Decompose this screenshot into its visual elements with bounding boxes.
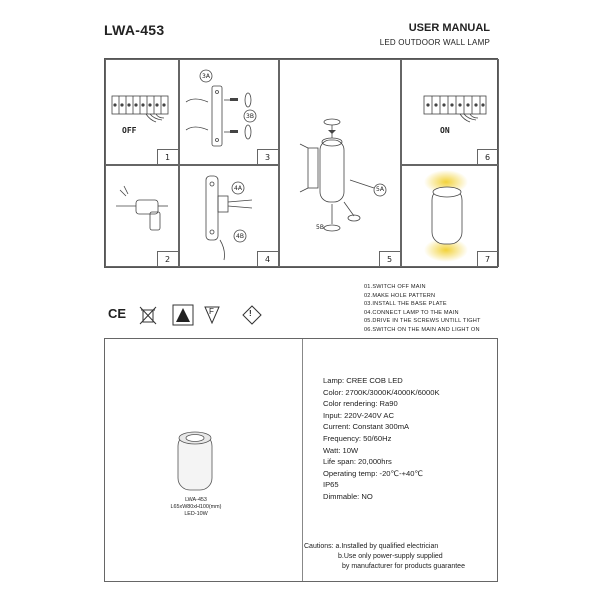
step-3-number: 3: [265, 153, 271, 162]
caution-line: b.Use only power-supply supplied: [338, 553, 443, 560]
installation-steps-grid: OFF 1 3A 3B 3: [104, 58, 499, 268]
f-mark-label: F: [209, 307, 214, 316]
warning-label: !: [249, 309, 252, 318]
step-4-number-box: 4: [257, 251, 279, 267]
model-number: LWA-453: [104, 22, 165, 38]
callout-3a: 3A: [202, 73, 210, 80]
instruction-item: 06.SWITCH ON THE MAIN AND LIGHT ON: [364, 326, 480, 333]
warning-icon: [242, 305, 262, 325]
manual-subtitle: LED OUTDOOR WALL LAMP: [379, 38, 490, 47]
instruction-item: 02.MAKE HOLE PATTERN: [364, 292, 436, 299]
instruction-item: 05.DRIVE IN THE SCREWS UNTILL TIGHT: [364, 318, 481, 325]
terminal-block-off-icon: [111, 95, 169, 123]
spec-current: Current: Constant 300mA: [323, 422, 410, 432]
step-3-number-box: 3: [257, 149, 279, 165]
step-1-panel: OFF: [105, 59, 179, 165]
step-7-panel: [401, 165, 499, 267]
cautions-block: Cautions: a.Installed by qualified elect…: [304, 542, 465, 572]
spec-divider: [302, 339, 303, 581]
spec-operating-temp: Operating temp: -20℃-+40℃: [323, 468, 424, 478]
spec-list: Lamp: CREE COB LED Color: 2700K/3000K/40…: [323, 375, 440, 503]
on-label: ON: [440, 126, 450, 135]
spec-dimmable: Dimmable: NO: [323, 491, 373, 501]
spec-frequency: Frequency: 50/60Hz: [323, 433, 392, 443]
instruction-list: 01.SWITCH OFF MAIN 02.MAKE HOLE PATTERN …: [364, 283, 481, 335]
product-power: LED-10W: [184, 511, 208, 517]
lamp-lit-icon: [424, 170, 468, 262]
step-5-number: 5: [387, 255, 393, 264]
product-image-icon: [177, 431, 213, 491]
weee-bin-icon: [139, 306, 157, 325]
callout-3b: 3B: [246, 113, 254, 120]
step-5-number-box: 5: [379, 251, 401, 267]
spec-color: Color: 2700K/3000K/4000K/6000K: [323, 387, 440, 397]
terminal-block-on-icon: [423, 95, 487, 123]
spec-watt: Watt: 10W: [323, 445, 359, 455]
step-2-number: 2: [165, 255, 171, 264]
step-3-panel: 3A 3B: [179, 59, 279, 165]
step-2-panel: [105, 165, 179, 267]
caution-line: Cautions: a.Installed by qualified elect…: [304, 543, 439, 550]
step-6-panel: ON: [401, 59, 499, 165]
spec-ip-rating: IP65: [323, 480, 339, 490]
installation-surface-icon: [172, 304, 194, 326]
f-mark-icon: [204, 306, 220, 324]
step-4-number: 4: [265, 255, 271, 264]
product-dimensions: L65xW80xH100(mm): [170, 504, 222, 510]
step-7-number: 7: [485, 255, 491, 264]
instruction-item: 01.SWITCH OFF MAIN: [364, 284, 426, 290]
step-7-number-box: 7: [477, 251, 499, 267]
drill-icon: [116, 185, 168, 231]
base-plate-drilling-icon: [185, 69, 257, 147]
wiring-icon: [205, 175, 253, 261]
caution-line: by manufacturer for products guarantee: [342, 563, 465, 570]
spec-life-span: Life span: 20,000hrs: [323, 457, 392, 467]
step-1-number: 1: [165, 153, 171, 162]
step-4-panel: 4A 4B: [179, 165, 279, 267]
spec-lamp: Lamp: CREE COB LED: [323, 376, 403, 385]
spec-input: Input: 220V-240V AC: [323, 410, 394, 420]
spec-color-rendering: Color rendering: Ra90: [323, 399, 398, 409]
step-5-panel: 5A 5B: [279, 59, 401, 267]
product-caption: LWA-453 L65xW80xH100(mm) LED-10W: [160, 497, 232, 518]
manual-title: USER MANUAL: [408, 22, 490, 34]
off-label: OFF: [122, 126, 137, 135]
step-2-number-box: 2: [157, 251, 179, 267]
mount-lamp-icon: [299, 118, 387, 232]
callout-5b: 5B: [316, 224, 324, 231]
callout-4b: 4B: [236, 233, 244, 240]
specification-panel: [104, 338, 498, 582]
product-model: LWA-453: [185, 497, 207, 503]
instruction-item: 04.CONNECT LAMP TO THE MAIN: [364, 309, 459, 316]
callout-5a: 5A: [376, 186, 384, 193]
instruction-item: 03.INSTALL THE BASE PLATE: [364, 301, 447, 308]
step-6-number-box: 6: [477, 149, 499, 165]
step-6-number: 6: [485, 153, 491, 162]
ce-mark: CE: [108, 306, 127, 321]
callout-4a: 4A: [234, 185, 242, 192]
step-1-number-box: 1: [157, 149, 179, 165]
